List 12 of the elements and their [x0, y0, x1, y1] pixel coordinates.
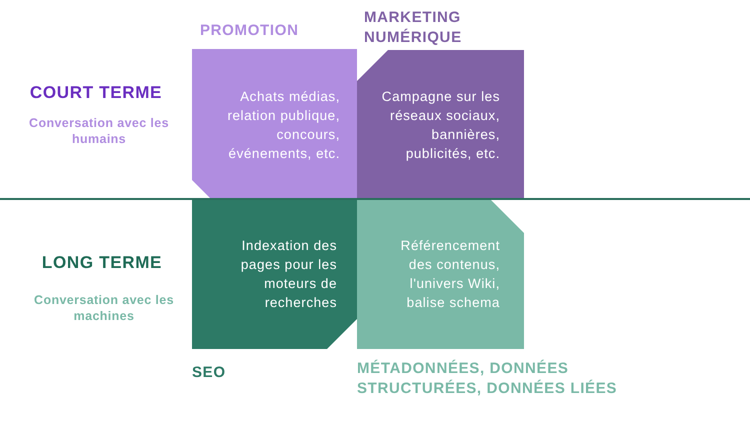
quadrant-title: MARKETING NUMÉRIQUE: [364, 8, 463, 48]
term-subtitle: Conversation avec les machines: [33, 292, 175, 324]
term-subtitle: Conversation avec les humains: [28, 115, 170, 147]
quadrant-description: Référencement des contenus, l'univers Wiki, balise schema: [400, 237, 500, 312]
quadrant-description: Campagne sur les réseaux sociaux, bannières, publicités, etc.: [380, 88, 500, 163]
quadrant-title: PROMOTION: [200, 21, 299, 41]
quadrant-description: Indexation des pages pour les moteurs de recherches: [240, 237, 337, 312]
quadrant-description: Achats médias, relation publique, concours, événements, etc.: [226, 88, 340, 163]
term-heading: LONG TERME: [40, 253, 164, 273]
term-heading: COURT TERME: [28, 83, 164, 103]
quadrant-title: SEO: [192, 363, 226, 383]
quadrant-title: MÉTADONNÉES, DONNÉES STRUCTURÉES, DONNÉES LIÉES: [357, 359, 618, 399]
